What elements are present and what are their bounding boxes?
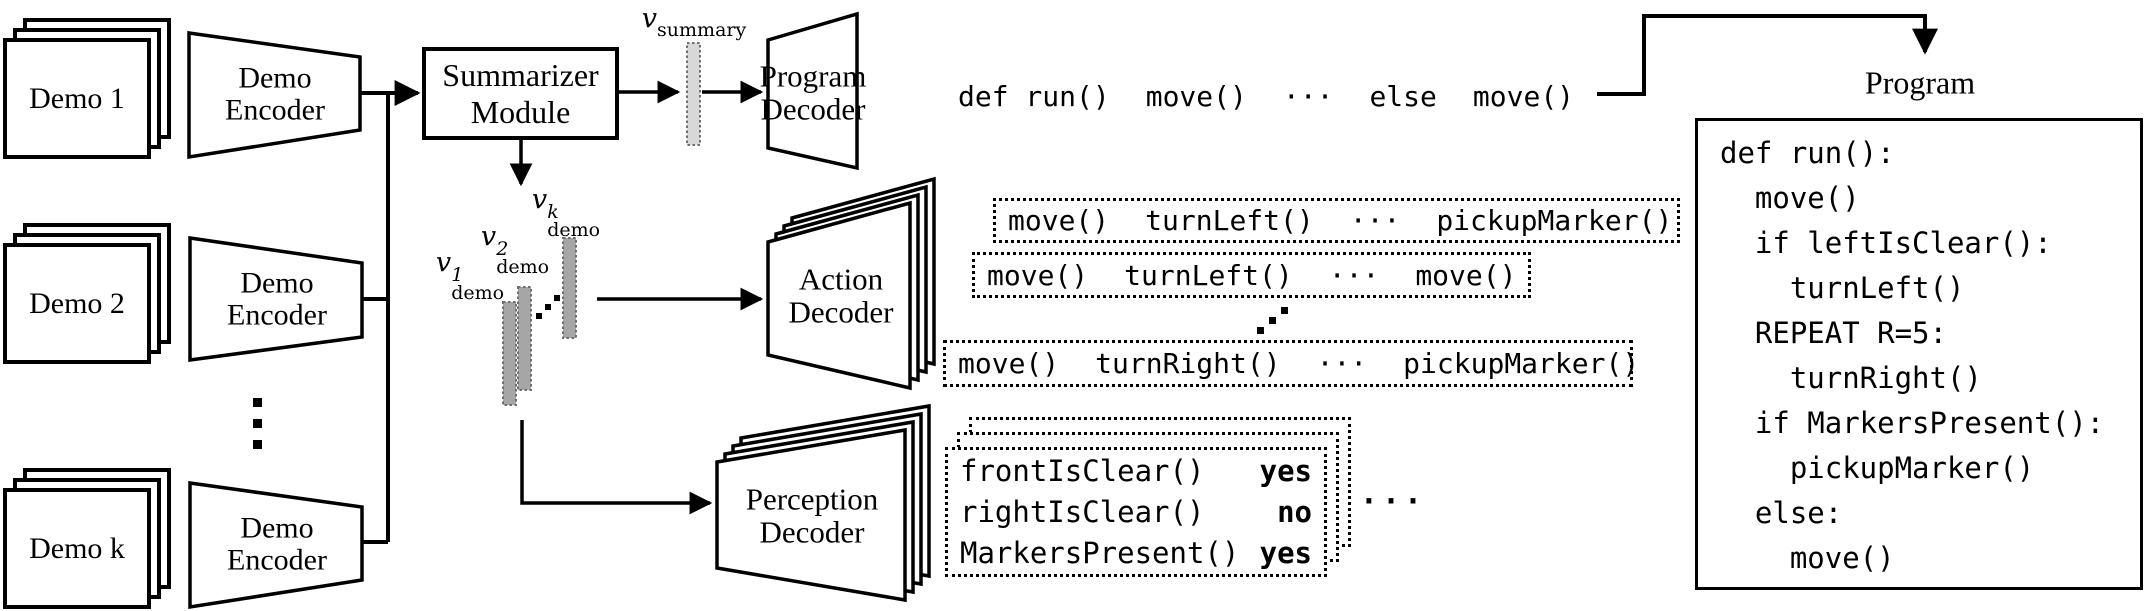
token: move() xyxy=(1415,258,1517,292)
action-rows-diagonal-dots-icon xyxy=(1257,307,1288,334)
v-summary-bar xyxy=(686,42,701,146)
token: turnRight() xyxy=(1095,347,1281,380)
token: move() xyxy=(1008,204,1110,237)
action-decoder-stack-shape xyxy=(766,176,936,391)
program-title: Program xyxy=(1864,64,1976,101)
program-code-line: turnRight() xyxy=(1720,361,1982,395)
token: move() xyxy=(1472,79,1575,113)
perception-decoder-stack-shape xyxy=(715,403,931,603)
program-code-line: else: xyxy=(1720,496,1843,530)
demo-encoder-3-shape xyxy=(188,480,364,610)
action-sequence-row-1: move() turnLeft() ··· pickupMarker() xyxy=(993,198,1680,243)
program-code-line: if leftIsClear(): xyxy=(1720,226,2052,260)
demo-encoder-3-label: Demo Encoder xyxy=(227,511,327,577)
program-code-line: pickupMarker() xyxy=(1720,451,2035,485)
summarizer-module-box: Summarizer Module xyxy=(422,47,619,140)
perception-answer: no xyxy=(1277,494,1312,529)
demo-encoder-1-label: Demo Encoder xyxy=(225,61,325,127)
demo-encoder-2-label: Demo Encoder xyxy=(227,266,327,332)
perception-card-front: frontIsClear() yes rightIsClear() no Mar… xyxy=(945,447,1327,577)
token: def run() xyxy=(958,79,1110,113)
demo-encoder-1-shape xyxy=(187,30,362,160)
perception-call: MarkersPresent() xyxy=(960,535,1240,570)
program-code-line: move() xyxy=(1720,541,1895,575)
perception-call: frontIsClear() xyxy=(960,453,1205,488)
perception-decoder-label: Perception Decoder xyxy=(745,481,879,550)
program-code-line: REPEAT R=5: xyxy=(1720,316,1947,350)
perception-row: rightIsClear() no xyxy=(960,492,1312,533)
arrow-tokens-to-program xyxy=(1597,14,1938,96)
demok-label: Demo k xyxy=(29,531,125,565)
demo1-stack-icon xyxy=(3,18,171,159)
action-decoder-label: Action Decoder xyxy=(788,261,894,330)
action-sequence-row-2: move() turnLeft() ··· move() xyxy=(972,252,1531,298)
ellipsis: ··· xyxy=(1349,204,1401,237)
demo2-label: Demo 2 xyxy=(29,286,125,320)
perception-call: rightIsClear() xyxy=(960,494,1205,529)
token: move() xyxy=(1145,79,1247,113)
program-decoder-label: Program Decoder xyxy=(759,58,867,127)
action-sequence-row-3: move() turnRight() ··· pickupMarker() xyxy=(943,340,1639,387)
token: turnLeft() xyxy=(1124,258,1293,292)
token: pickupMarker() xyxy=(1403,347,1640,380)
v-demo-diagonal-dots-icon xyxy=(536,295,560,319)
perception-row: MarkersPresent() yes xyxy=(960,533,1312,574)
program-code-line: turnLeft() xyxy=(1720,271,1965,305)
program-code-box: def run(): move() if leftIsClear(): turn… xyxy=(1695,118,2143,590)
program-code-line: if MarkersPresent(): xyxy=(1720,406,2105,440)
perception-answer: yes xyxy=(1259,453,1312,488)
v-demo-bars xyxy=(502,237,577,406)
ellipsis: ··· xyxy=(1328,258,1380,292)
perception-row: frontIsClear() yes xyxy=(960,451,1312,492)
ellipsis: ··· xyxy=(1282,79,1334,113)
token: move() xyxy=(987,258,1089,292)
program-code-line: move() xyxy=(1720,181,1860,215)
token: pickupMarker() xyxy=(1436,204,1673,237)
token: move() xyxy=(958,347,1060,380)
encoder-bus-lines xyxy=(362,93,390,544)
summarizer-module-label: Summarizer Module xyxy=(442,56,599,130)
demo2-stack-icon xyxy=(3,223,171,364)
ellipsis: ··· xyxy=(1316,347,1368,380)
program-code-line: def run(): xyxy=(1720,136,1895,170)
v-summary-label: vsummary xyxy=(641,3,747,41)
program-token-stream: def run() move() ··· else move() xyxy=(958,78,1574,114)
perception-answer: yes xyxy=(1259,535,1312,570)
demo-encoder-2-shape xyxy=(188,235,364,362)
token: else xyxy=(1369,79,1437,113)
demo1-label: Demo 1 xyxy=(29,81,125,115)
token: turnLeft() xyxy=(1145,204,1314,237)
perception-ellipsis: ··· xyxy=(1359,484,1427,520)
arrow-vdemo-to-perception-decoder xyxy=(520,420,713,515)
program-decoder-shape xyxy=(766,11,859,171)
vertical-ellipsis-icon xyxy=(253,398,262,449)
demok-stack-icon xyxy=(3,468,171,609)
